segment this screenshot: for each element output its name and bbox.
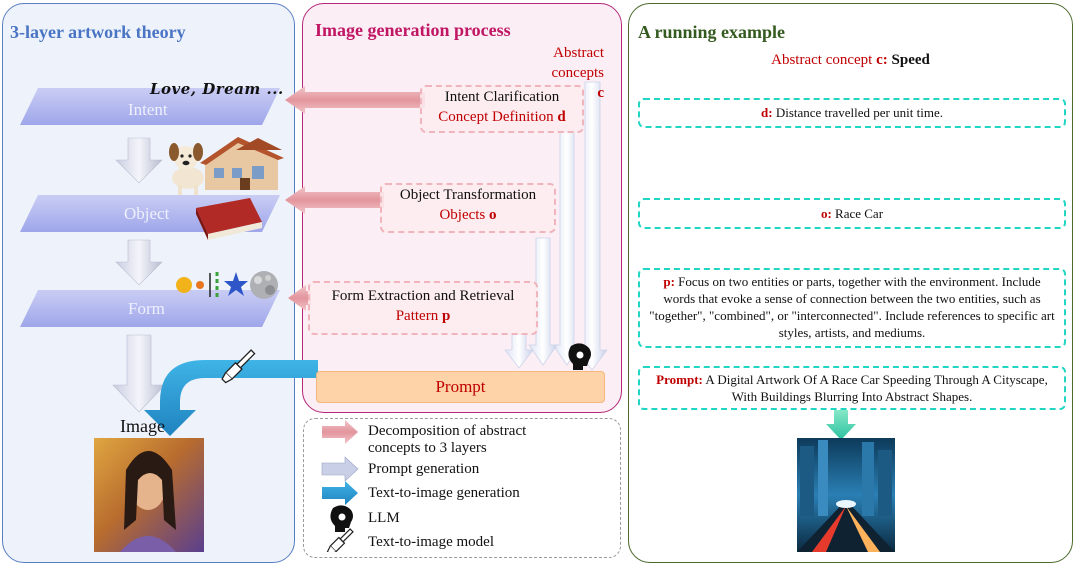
legend-prompt-generation: Prompt generation — [368, 461, 480, 477]
prompt-example-key: Prompt: — [656, 372, 703, 387]
llm-head-icon — [568, 343, 591, 370]
legend-llm: LLM — [368, 510, 400, 526]
generated-portrait-image — [94, 438, 204, 552]
pattern-box: p: Focus on two entities or parts, toget… — [638, 268, 1066, 348]
pattern-text: Pattern — [395, 308, 439, 324]
legend-t2i-model: Text-to-image model — [368, 534, 494, 550]
layer-label-form: Form — [128, 299, 165, 318]
layer-label-intent: Intent — [128, 100, 168, 119]
abstract-concepts-var: c — [597, 85, 604, 101]
legend-llm-icon — [330, 505, 353, 532]
generated-cityscape-image — [797, 438, 895, 552]
book-icon — [196, 198, 262, 240]
objects-line: Objects o — [382, 205, 554, 225]
object-key: o: — [820, 206, 832, 221]
legend-blue-arrow-icon — [322, 481, 358, 505]
abstract-concept-prefix: Abstract concept — [771, 52, 873, 68]
abstract-concept-heading: Abstract concept c: Speed — [628, 52, 1073, 69]
concept-definition-var: d — [557, 109, 566, 125]
down-arrow-1 — [115, 137, 163, 184]
prompt-example-box: Prompt: A Digital Artwork Of A Race Car … — [638, 366, 1066, 410]
abstract-concepts-line1: Abstract — [553, 45, 604, 61]
legend-decomposition: Decomposition of abstract concepts to 3 … — [368, 423, 526, 457]
prompt-example-text: A Digital Artwork Of A Race Car Speeding… — [705, 372, 1048, 404]
form-plane — [20, 290, 280, 327]
text-to-image-arrow — [144, 360, 318, 436]
theory-panel-title: 3-layer artwork theory — [10, 22, 186, 42]
concept-definition-text: Concept Definition — [438, 109, 554, 125]
puppy-icon — [169, 143, 204, 195]
definition-box: d: Distance travelled per unit time. — [638, 98, 1066, 128]
pattern-key: p: — [663, 274, 675, 289]
process-panel-title: Image generation process — [315, 20, 511, 40]
object-transformation-text: Object Transformation — [399, 187, 537, 203]
form-extraction-text: Form Extraction and Retrieval — [331, 288, 515, 304]
layer-label-object: Object — [124, 204, 170, 223]
legend-gray-arrow-icon — [321, 456, 359, 482]
intent-clarification-box: Intent Clarification Concept Definition … — [420, 85, 584, 133]
prompt-generation-arrows — [504, 81, 608, 371]
objects-text: Objects — [439, 207, 486, 223]
down-arrow-2 — [115, 239, 163, 286]
legend-decomposition-line1: Decomposition of abstract — [368, 423, 527, 439]
object-text: Race Car — [835, 206, 884, 221]
abstract-concepts-line2: concepts c — [544, 63, 604, 103]
pattern-var: p — [441, 308, 451, 324]
abstract-concepts-word: concepts — [551, 65, 604, 81]
legend-t2i-generation: Text-to-image generation — [368, 485, 520, 501]
concept-definition-line: Concept Definition d — [422, 107, 582, 127]
form-extraction-box: Form Extraction and Retrieval Pattern p — [308, 281, 538, 335]
paintbrush-icon — [221, 349, 256, 384]
teal-down-arrow — [826, 410, 856, 440]
image-label: Image — [120, 416, 165, 436]
legend-decomposition-line2: concepts to 3 layers — [368, 440, 487, 456]
shapes-icon — [176, 271, 278, 300]
example-panel-title: A running example — [638, 22, 786, 42]
object-box: o: Race Car — [638, 198, 1066, 229]
definition-text: Distance travelled per unit time. — [775, 105, 943, 120]
prompt-bar: Prompt — [316, 371, 605, 403]
decomposition-arrow-object — [285, 186, 384, 214]
house-icon — [200, 137, 284, 190]
abstract-concept-var: c: — [876, 52, 888, 68]
handwritten-love-dream: Love, Dream ... — [150, 80, 284, 98]
abstract-concept-value: Speed — [891, 52, 930, 68]
legend-paintbrush-icon — [326, 528, 354, 552]
intent-clarification-text: Intent Clarification — [444, 89, 560, 105]
object-transformation-box: Object Transformation Objects o — [380, 183, 556, 233]
objects-var: o — [489, 207, 497, 223]
decomposition-arrow-intent — [285, 86, 425, 114]
down-arrow-3 — [112, 334, 166, 413]
intent-plane — [20, 88, 280, 125]
abstract-concepts-label: Abstract concepts c — [544, 43, 604, 103]
legend-pink-arrow-icon — [322, 420, 358, 444]
definition-key: d: — [761, 105, 773, 120]
pattern-line: Pattern p — [310, 306, 536, 326]
decomposition-arrow-form — [288, 285, 311, 311]
pattern-text-example: Focus on two entities or parts, together… — [649, 274, 1055, 340]
